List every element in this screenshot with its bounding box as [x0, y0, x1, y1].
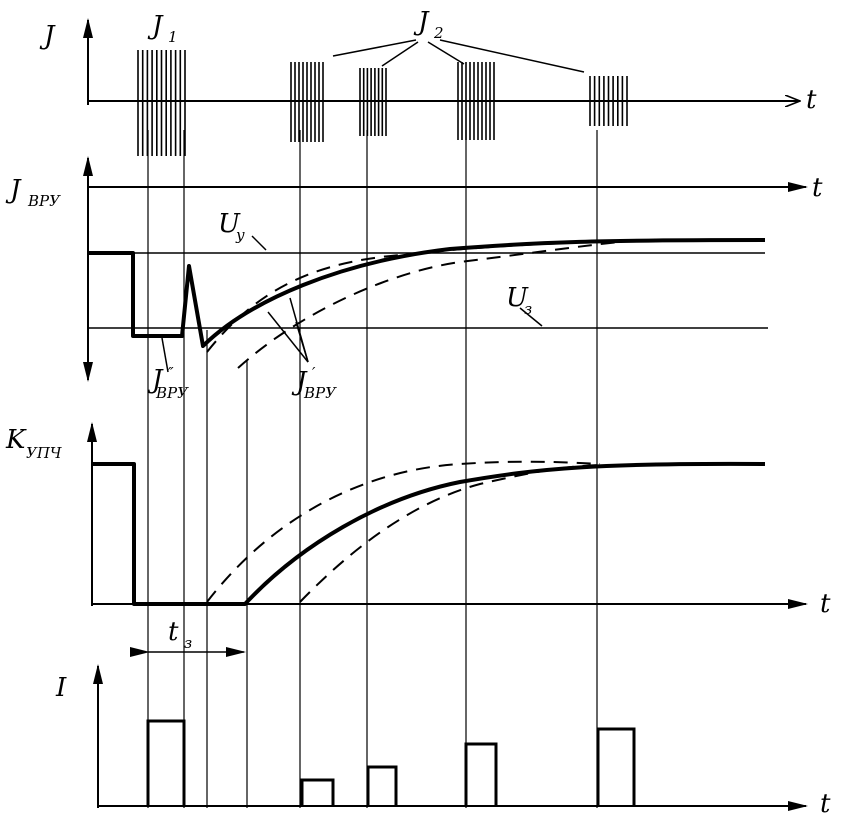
j-vru-double-prime-label: J	[147, 365, 164, 395]
j-vru-prime-sup: ′	[312, 364, 316, 382]
panel2-axis-sub: ВРУ	[27, 192, 61, 210]
burst2-leader-lines	[332, 39, 585, 73]
output-pulse-2	[300, 778, 335, 806]
panel3-axis-label: K	[5, 425, 27, 455]
j-vru-prime-sub: ВРУ	[303, 384, 337, 402]
panel4-axis-label: I	[55, 673, 67, 703]
guide-lines	[147, 130, 598, 808]
dashed-lower-bound	[237, 241, 621, 369]
panel2-x-label: t	[812, 173, 823, 203]
panel1-x-label: t	[806, 85, 817, 115]
uy-sub: y	[235, 226, 245, 244]
uy-leader	[251, 235, 267, 251]
dashed-upper-bound	[206, 240, 621, 353]
j-vru-prime-label: J	[291, 367, 308, 397]
panel-pulses-j: J t J 1 J 2	[39, 7, 817, 156]
burst1-sub: 1	[168, 28, 178, 46]
panel-j-vru: J ВРУ t U y U з J ″ ВРУ J ′ ВРУ	[5, 156, 823, 402]
burst-j1	[137, 50, 186, 156]
burst2-label: J	[413, 7, 430, 37]
panel4-x-label: t	[820, 789, 831, 819]
panel3-x-label: t	[820, 589, 831, 619]
output-pulse-1	[146, 719, 186, 806]
j-vru-curve	[88, 238, 766, 348]
j-vru-double-prime-sub: ВРУ	[155, 384, 189, 402]
panel2-axis-label: J	[5, 175, 22, 205]
uz-sub: з	[524, 300, 532, 318]
panel3-axis-sub: УПЧ	[26, 444, 62, 462]
uy-label: U	[218, 209, 241, 239]
panel-k-upch: K УПЧ t t з	[5, 422, 831, 657]
tz-label: t	[168, 617, 179, 647]
burst1-label: J	[147, 11, 164, 41]
burst-j2-b	[359, 68, 387, 136]
panel-output-i: I t	[55, 664, 831, 819]
uz-label: U	[506, 283, 529, 313]
j-vru-prime-leaders	[267, 297, 309, 363]
j-vru-double-prime-sup: ″	[168, 364, 174, 382]
output-pulse-3	[366, 765, 398, 806]
panel1-axis-label: J	[39, 21, 56, 51]
output-pulse-4	[464, 742, 498, 806]
burst2-sub: 2	[433, 24, 444, 42]
tz-sub: з	[184, 634, 192, 652]
uz-leader	[519, 307, 543, 327]
burst-j2-c	[457, 62, 495, 140]
output-pulse-5	[596, 727, 636, 806]
k-upch-curve	[92, 461, 766, 606]
k-dashed-upper	[206, 460, 601, 603]
j-vru-double-prime-leader	[161, 337, 169, 373]
burst-j2-a	[290, 62, 324, 142]
burst-j2-d	[589, 76, 628, 126]
